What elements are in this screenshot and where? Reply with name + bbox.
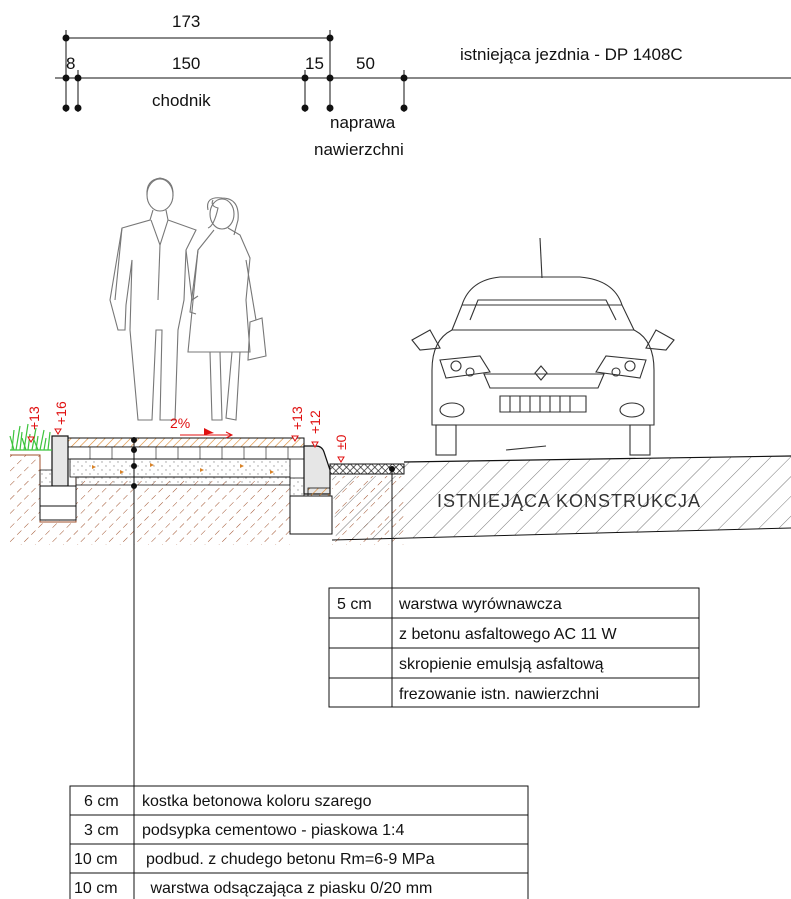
dimension-lines (55, 30, 791, 112)
repair-label-line1: naprawa (330, 113, 396, 132)
elevation-curb-right-top: +13 (289, 406, 305, 430)
dim-sidewalk: 150 (172, 54, 200, 73)
sidewalk-layer-desc-2: podsypka cementowo - piaskowa 1:4 (142, 822, 404, 839)
sidewalk-layer-thickness-1: 6 cm (84, 793, 119, 810)
car-front-icon (411, 237, 675, 456)
road-layer-desc-3: skropienie emulsją asfaltową (399, 656, 604, 673)
grass-icon (9, 423, 52, 451)
slope-label: 2% (170, 415, 190, 431)
dim-curb-right: 15 (305, 54, 324, 73)
left-curb (39, 435, 77, 521)
elevation-markers (27, 428, 345, 463)
repair-label-line2: nawierzchni (314, 140, 404, 159)
sidewalk-label: chodnik (152, 91, 211, 110)
right-curb (289, 445, 333, 535)
dim-total: 173 (172, 12, 200, 31)
sidewalk-layer-desc-1: kostka betonowa koloru szarego (142, 793, 372, 810)
road-layer-thickness-1: 5 cm (337, 596, 372, 613)
sidewalk-layer-table (69, 785, 529, 899)
sidewalk-layer-thickness-4: 10 cm (74, 880, 118, 897)
road-layer-table (328, 587, 700, 708)
sidewalk-structure (67, 437, 305, 486)
asphalt-layer (329, 463, 405, 475)
existing-structure (331, 455, 791, 541)
elevation-curb-right-low: +12 (307, 410, 323, 434)
pedestrian-couple-icon (109, 177, 267, 421)
dim-repair: 50 (356, 54, 375, 73)
sidewalk-layer-desc-4: warstwa odsączająca z piasku 0/20 mm (146, 880, 432, 897)
elevation-green-left: +13 (26, 406, 42, 430)
sidewalk-layer-thickness-2: 3 cm (84, 822, 119, 839)
existing-road-label: istniejąca jezdnia - DP 1408C (460, 45, 683, 64)
road-layer-desc-2: z betonu asfaltowego AC 11 W (399, 626, 618, 643)
sidewalk-layer-thickness-3: 10 cm (74, 851, 118, 868)
sidewalk-layer-desc-3: podbud. z chudego betonu Rm=6-9 MPa (146, 851, 435, 868)
elevation-curb-left-top: +16 (53, 401, 69, 425)
elevation-road-zero: ±0 (333, 434, 349, 450)
slope-flag-icon (180, 428, 234, 439)
dim-curb-left: 8 (66, 54, 75, 73)
existing-structure-label: ISTNIEJĄCA KONSTRUKCJA (437, 491, 701, 511)
road-layer-desc-1: warstwa wyrównawcza (398, 596, 562, 613)
road-layer-desc-4: frezowanie istn. nawierzchni (399, 686, 599, 703)
